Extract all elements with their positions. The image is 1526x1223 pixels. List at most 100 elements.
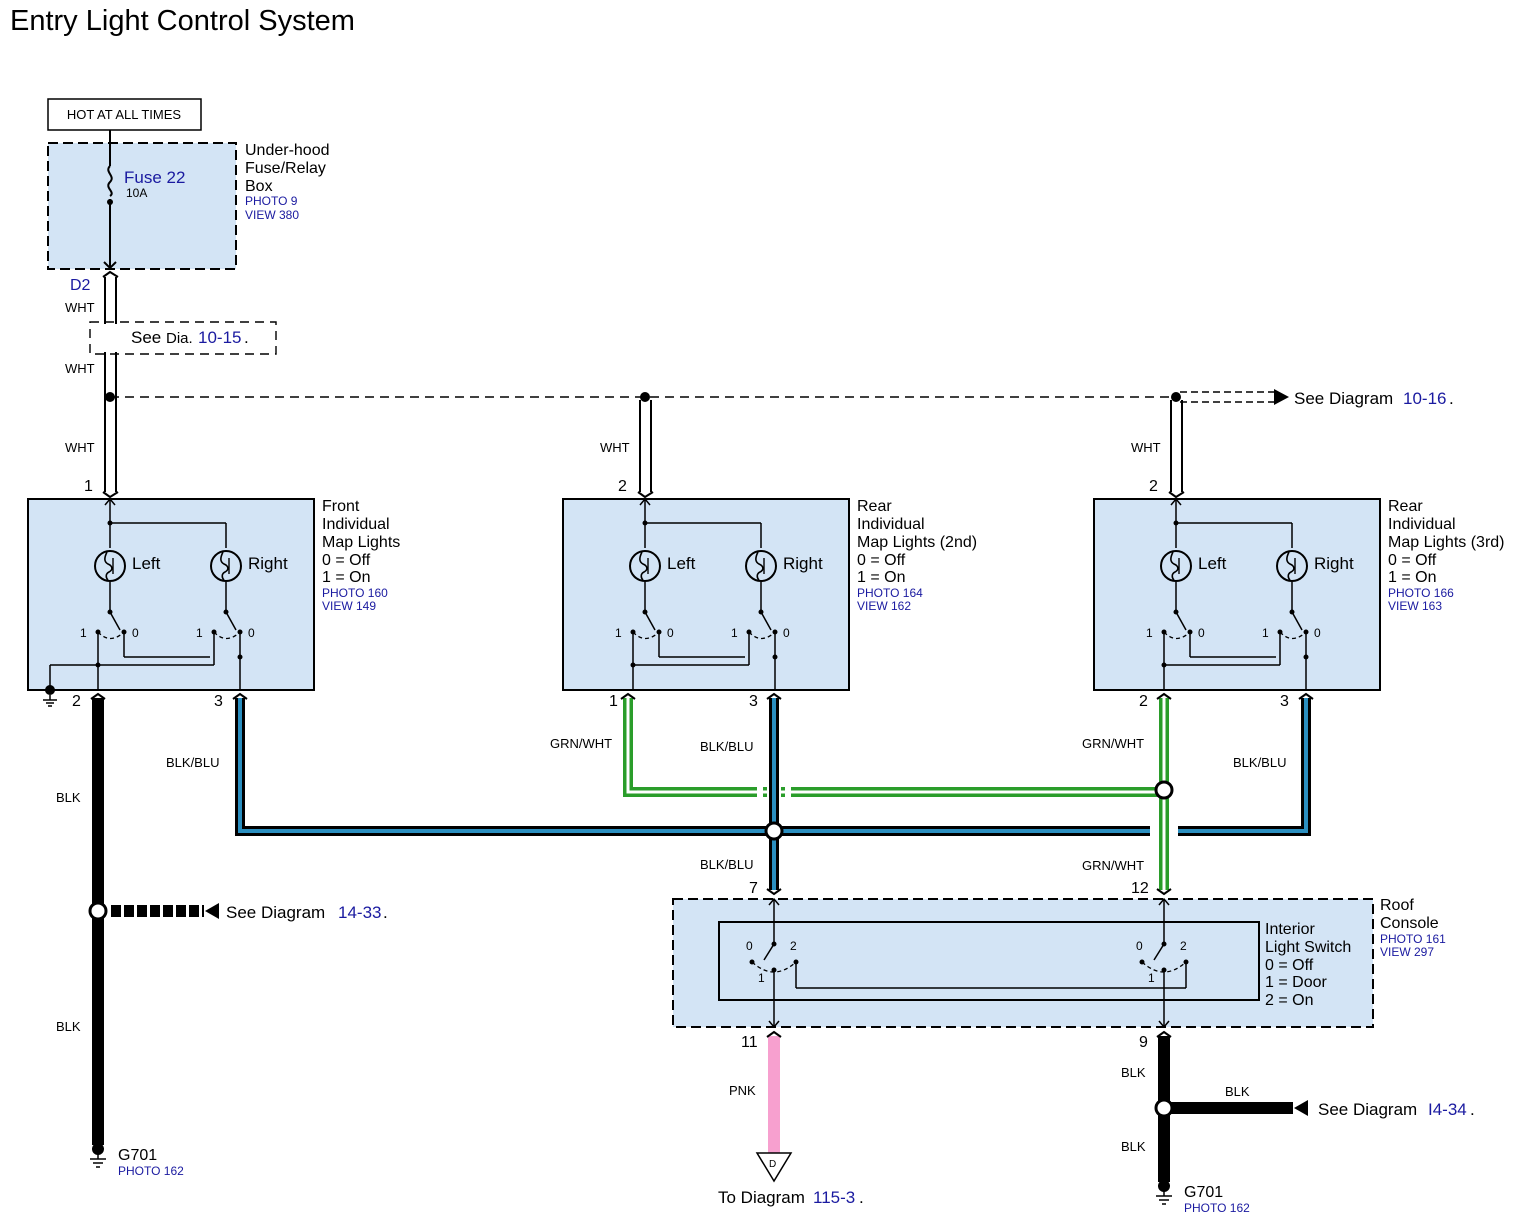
wire-label-blk-1: BLK bbox=[56, 790, 81, 805]
roof-pin-11: 11 bbox=[741, 1034, 758, 1051]
roof-view-link[interactable]: VIEW 297 bbox=[1380, 945, 1434, 959]
rear3-label-1: Rear bbox=[1388, 498, 1423, 515]
connector-d-icon[interactable] bbox=[755, 1152, 793, 1183]
see-dia-mid: Dia. bbox=[166, 330, 193, 347]
page-title: Entry Light Control System bbox=[10, 5, 355, 37]
see-diagram-10-16-arrow[interactable] bbox=[1180, 389, 1289, 405]
see-diagram-14-33-prefix: See Diagram bbox=[226, 903, 325, 922]
front-label-5: 1 = On bbox=[322, 569, 370, 586]
fuse-box-label-3: Box bbox=[245, 178, 273, 195]
rear2-label-1: Rear bbox=[857, 498, 892, 515]
wire-label-blk-2: BLK bbox=[56, 1019, 81, 1034]
roof-switch-label-3: 0 = Off bbox=[1265, 957, 1314, 974]
see-diagram-I4-34-suffix: . bbox=[1470, 1100, 1475, 1119]
ground-right-name: G701 bbox=[1184, 1184, 1223, 1201]
rear-2nd-map-lights-unit[interactable] bbox=[562, 497, 850, 691]
rear3-sw-left-0: 0 bbox=[1198, 626, 1205, 640]
see-diagram-14-33-arrow[interactable] bbox=[111, 903, 219, 919]
rear2-pin-top: 2 bbox=[618, 478, 627, 495]
wire-label-pnk: PNK bbox=[729, 1083, 756, 1098]
rear2-sw-right-1: 1 bbox=[731, 626, 738, 640]
fuse-box-view-link[interactable]: VIEW 380 bbox=[245, 208, 299, 222]
wire-label-grnwht-1: GRN/WHT bbox=[550, 736, 612, 751]
wht-wire-rear2 bbox=[637, 400, 654, 499]
front-pin-3: 3 bbox=[214, 693, 223, 710]
ground-left-name: G701 bbox=[118, 1147, 157, 1164]
roof-sw-left-2: 2 bbox=[790, 939, 797, 953]
fuse-name[interactable]: Fuse 22 bbox=[124, 168, 185, 187]
pnk-wire bbox=[766, 1030, 782, 1153]
front-ground-icon bbox=[43, 685, 57, 707]
wire-label-grnwht-3: GRN/WHT bbox=[1082, 858, 1144, 873]
wire-label-wht-1: WHT bbox=[65, 300, 95, 315]
fuse-pin-d2: D2 bbox=[70, 277, 91, 294]
see-diagram-14-33-link[interactable]: 14-33 bbox=[338, 903, 381, 922]
rear3-label-2: Individual bbox=[1388, 516, 1456, 533]
front-photo-link[interactable]: PHOTO 160 bbox=[322, 586, 388, 600]
fuse-relay-box[interactable] bbox=[47, 142, 237, 270]
front-map-lights-unit[interactable] bbox=[27, 497, 315, 691]
interior-light-switch[interactable] bbox=[718, 921, 1260, 1001]
rear-3rd-map-lights-unit[interactable] bbox=[1093, 497, 1381, 691]
rear2-lamp-right-label: Right bbox=[783, 554, 823, 573]
rear2-view-link[interactable]: VIEW 162 bbox=[857, 599, 911, 613]
fuse-symbol-icon bbox=[107, 165, 113, 197]
front-label-4: 0 = Off bbox=[322, 552, 371, 569]
roof-console[interactable] bbox=[672, 897, 1374, 1029]
to-diagram-suffix: . bbox=[859, 1188, 864, 1207]
wire-label-blk-3: BLK bbox=[1121, 1065, 1146, 1080]
front-pin-2: 2 bbox=[72, 693, 81, 710]
see-diagram-I4-34-link[interactable]: I4-34 bbox=[1428, 1100, 1467, 1119]
rear2-label-4: 0 = Off bbox=[857, 552, 906, 569]
roof-pin-9: 9 bbox=[1139, 1034, 1148, 1051]
roof-sw-right-1: 1 bbox=[1148, 971, 1155, 985]
rear3-label-3: Map Lights (3rd) bbox=[1388, 534, 1505, 551]
see-dia-prefix: See bbox=[131, 328, 161, 347]
see-diagram-10-16-link[interactable]: 10-16 bbox=[1403, 389, 1446, 408]
roof-sw-right-0: 0 bbox=[1136, 939, 1143, 953]
blk-blu-splice bbox=[764, 821, 784, 841]
front-view-link[interactable]: VIEW 149 bbox=[322, 599, 376, 613]
wire-label-blkblu-4: BLK/BLU bbox=[700, 857, 753, 872]
rear2-photo-link[interactable]: PHOTO 164 bbox=[857, 586, 923, 600]
see-dia-suffix: . bbox=[244, 328, 249, 347]
see-diagram-I4-34-arrow[interactable] bbox=[1170, 1100, 1308, 1116]
rear2-label-2: Individual bbox=[857, 516, 925, 533]
wire-label-blk-5: BLK bbox=[1225, 1084, 1250, 1099]
fuse-box-photo-link[interactable]: PHOTO 9 bbox=[245, 194, 298, 208]
roof-sw-left-0: 0 bbox=[746, 939, 753, 953]
rear3-pin-top: 2 bbox=[1149, 478, 1158, 495]
roof-photo-link[interactable]: PHOTO 161 bbox=[1380, 932, 1446, 946]
blk-wire-left bbox=[90, 692, 106, 1145]
ground-right-photo-link[interactable]: PHOTO 162 bbox=[1184, 1201, 1250, 1215]
wire-label-wht-5: WHT bbox=[1131, 440, 1161, 455]
rear2-label-3: Map Lights (2nd) bbox=[857, 534, 977, 551]
hot-label: HOT AT ALL TIMES bbox=[67, 107, 181, 122]
wire-label-blkblu-1: BLK/BLU bbox=[166, 755, 219, 770]
roof-switch-label-4: 1 = Door bbox=[1265, 974, 1327, 991]
wire-label-grnwht-2: GRN/WHT bbox=[1082, 736, 1144, 751]
rear3-view-link[interactable]: VIEW 163 bbox=[1388, 599, 1442, 613]
roof-sw-left-1: 1 bbox=[758, 971, 765, 985]
rear3-photo-link[interactable]: PHOTO 166 bbox=[1388, 586, 1454, 600]
rear2-sw-right-0: 0 bbox=[783, 626, 790, 640]
rear3-label-5: 1 = On bbox=[1388, 569, 1436, 586]
rear3-lamp-left-label: Left bbox=[1198, 554, 1227, 573]
rear3-pin-2: 2 bbox=[1139, 693, 1148, 710]
rear3-sw-right-0: 0 bbox=[1314, 626, 1321, 640]
ground-left-photo-link[interactable]: PHOTO 162 bbox=[118, 1164, 184, 1178]
roof-pin-7: 7 bbox=[749, 880, 758, 897]
front-label-3: Map Lights bbox=[322, 534, 400, 551]
rear3-pin-3: 3 bbox=[1280, 693, 1289, 710]
rear3-sw-left-1: 1 bbox=[1146, 626, 1153, 640]
see-diagram-10-16-prefix: See Diagram bbox=[1294, 389, 1393, 408]
fuse-rating: 10A bbox=[126, 186, 147, 200]
rear2-pin-1: 1 bbox=[609, 693, 618, 710]
see-dia-10-15-link[interactable]: 10-15 bbox=[198, 328, 241, 347]
to-diagram-115-3-link[interactable]: 115-3 bbox=[813, 1188, 855, 1207]
rear2-pin-3: 3 bbox=[749, 693, 758, 710]
rear3-label-4: 0 = Off bbox=[1388, 552, 1437, 569]
to-diagram-prefix: To Diagram bbox=[718, 1188, 805, 1207]
roof-label-1: Roof bbox=[1380, 897, 1414, 914]
